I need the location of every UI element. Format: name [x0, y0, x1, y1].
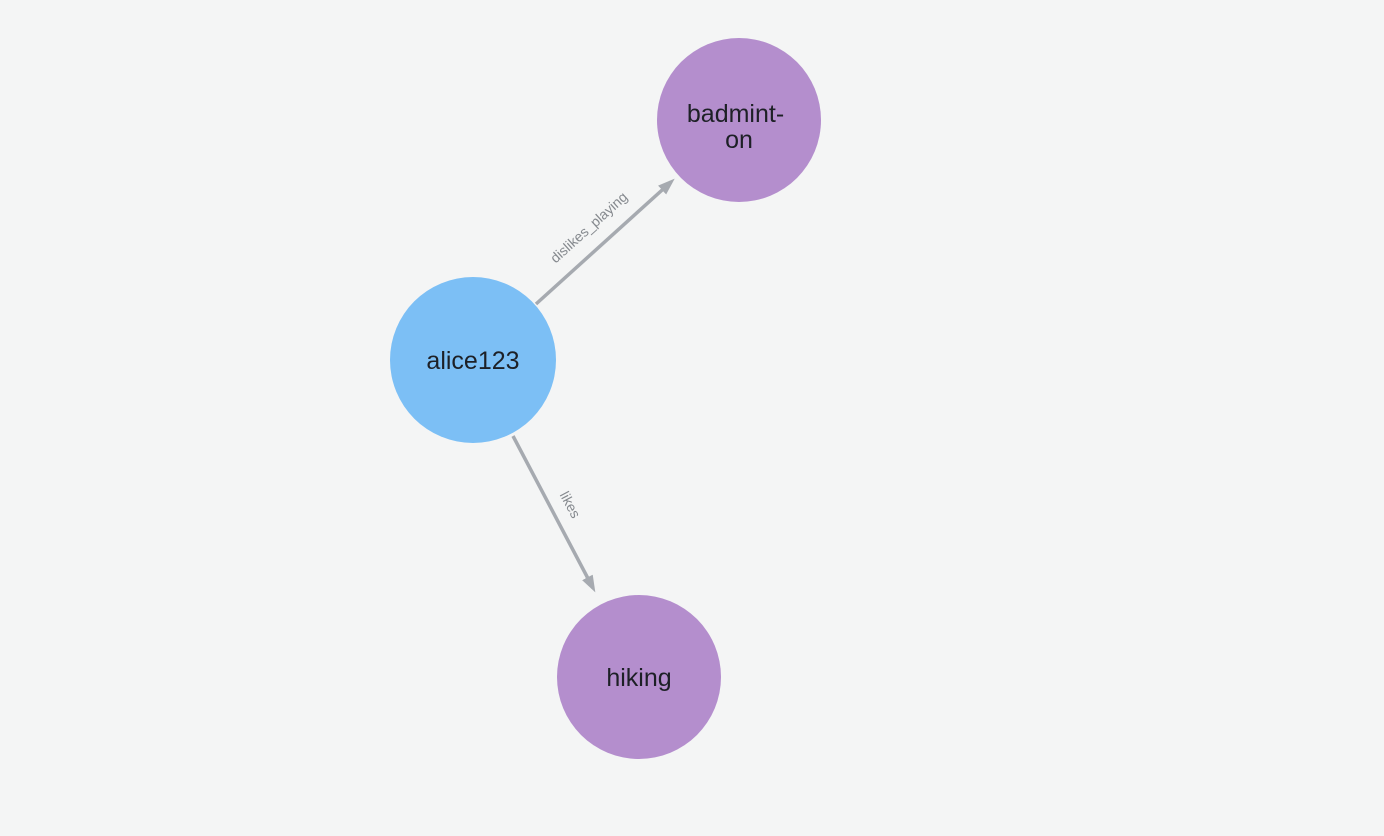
- edge-line[interactable]: [534, 178, 675, 306]
- edge-alice123-badminton: dislikes_playing: [534, 178, 675, 306]
- node-hiking[interactable]: hiking: [557, 595, 721, 759]
- edge-alice123-hiking: likes: [511, 435, 596, 593]
- edge-label: likes: [557, 489, 584, 521]
- node-circle[interactable]: [390, 277, 556, 443]
- node-circle[interactable]: [557, 595, 721, 759]
- edge-line[interactable]: [511, 435, 596, 593]
- node-badminton[interactable]: badmint- on: [657, 38, 821, 202]
- node-circle[interactable]: [657, 38, 821, 202]
- node-alice123[interactable]: alice123: [390, 277, 556, 443]
